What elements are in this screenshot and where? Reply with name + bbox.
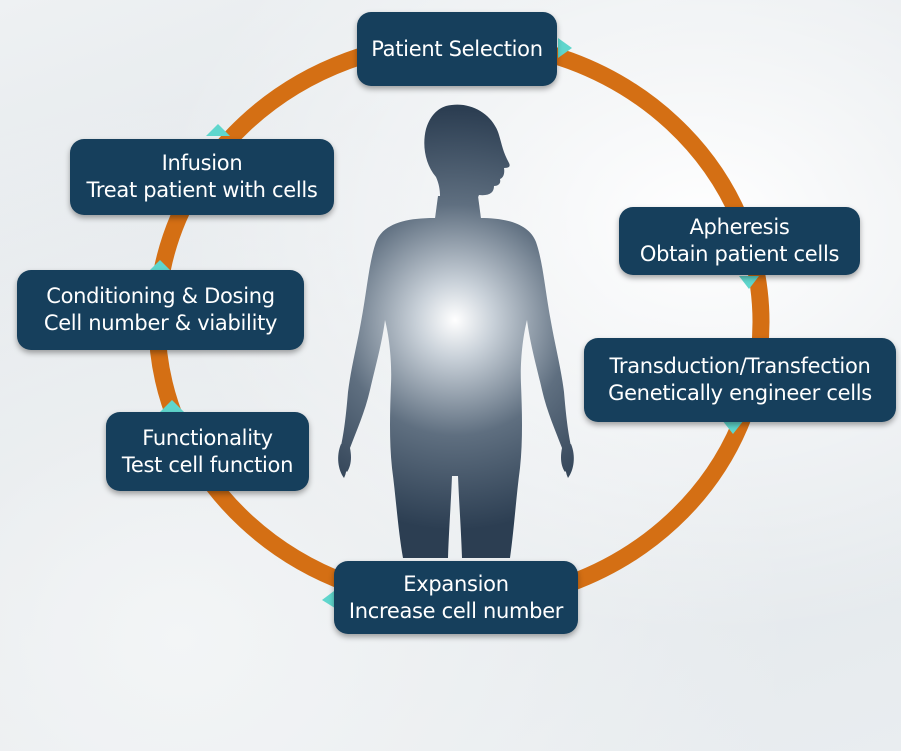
- step-title: Infusion: [161, 151, 243, 175]
- arrow-icon: [160, 400, 184, 412]
- step-functionality: Functionality Test cell function: [106, 412, 309, 491]
- step-title: Apheresis: [689, 215, 790, 239]
- arrow-icon: [722, 420, 744, 434]
- step-description: Obtain patient cells: [639, 242, 840, 266]
- step-title: Expansion: [403, 571, 509, 596]
- arrow-icon: [148, 260, 172, 272]
- step-title: Conditioning & Dosing: [46, 284, 275, 308]
- arrow-icon: [558, 38, 572, 58]
- step-expansion: Expansion Increase cell number: [334, 561, 578, 634]
- step-description: Treat patient with cells: [86, 178, 318, 202]
- step-transduction: Transduction/Transfection Genetically en…: [584, 338, 896, 422]
- step-title: Patient Selection: [371, 36, 543, 61]
- step-description: Genetically engineer cells: [608, 381, 872, 405]
- arrow-icon: [206, 124, 230, 136]
- step-title: Functionality: [142, 425, 273, 450]
- step-description: Increase cell number: [348, 598, 564, 623]
- step-conditioning: Conditioning & Dosing Cell number & viab…: [17, 270, 304, 350]
- step-infusion: Infusion Treat patient with cells: [70, 139, 334, 215]
- arrow-icon: [739, 276, 759, 289]
- human-silhouette-icon: [338, 104, 574, 558]
- step-patient-selection: Patient Selection: [357, 12, 557, 86]
- step-description: Cell number & viability: [43, 311, 278, 335]
- step-apheresis: Apheresis Obtain patient cells: [619, 207, 860, 275]
- step-description: Test cell function: [121, 452, 294, 477]
- step-title: Transduction/Transfection: [609, 354, 871, 378]
